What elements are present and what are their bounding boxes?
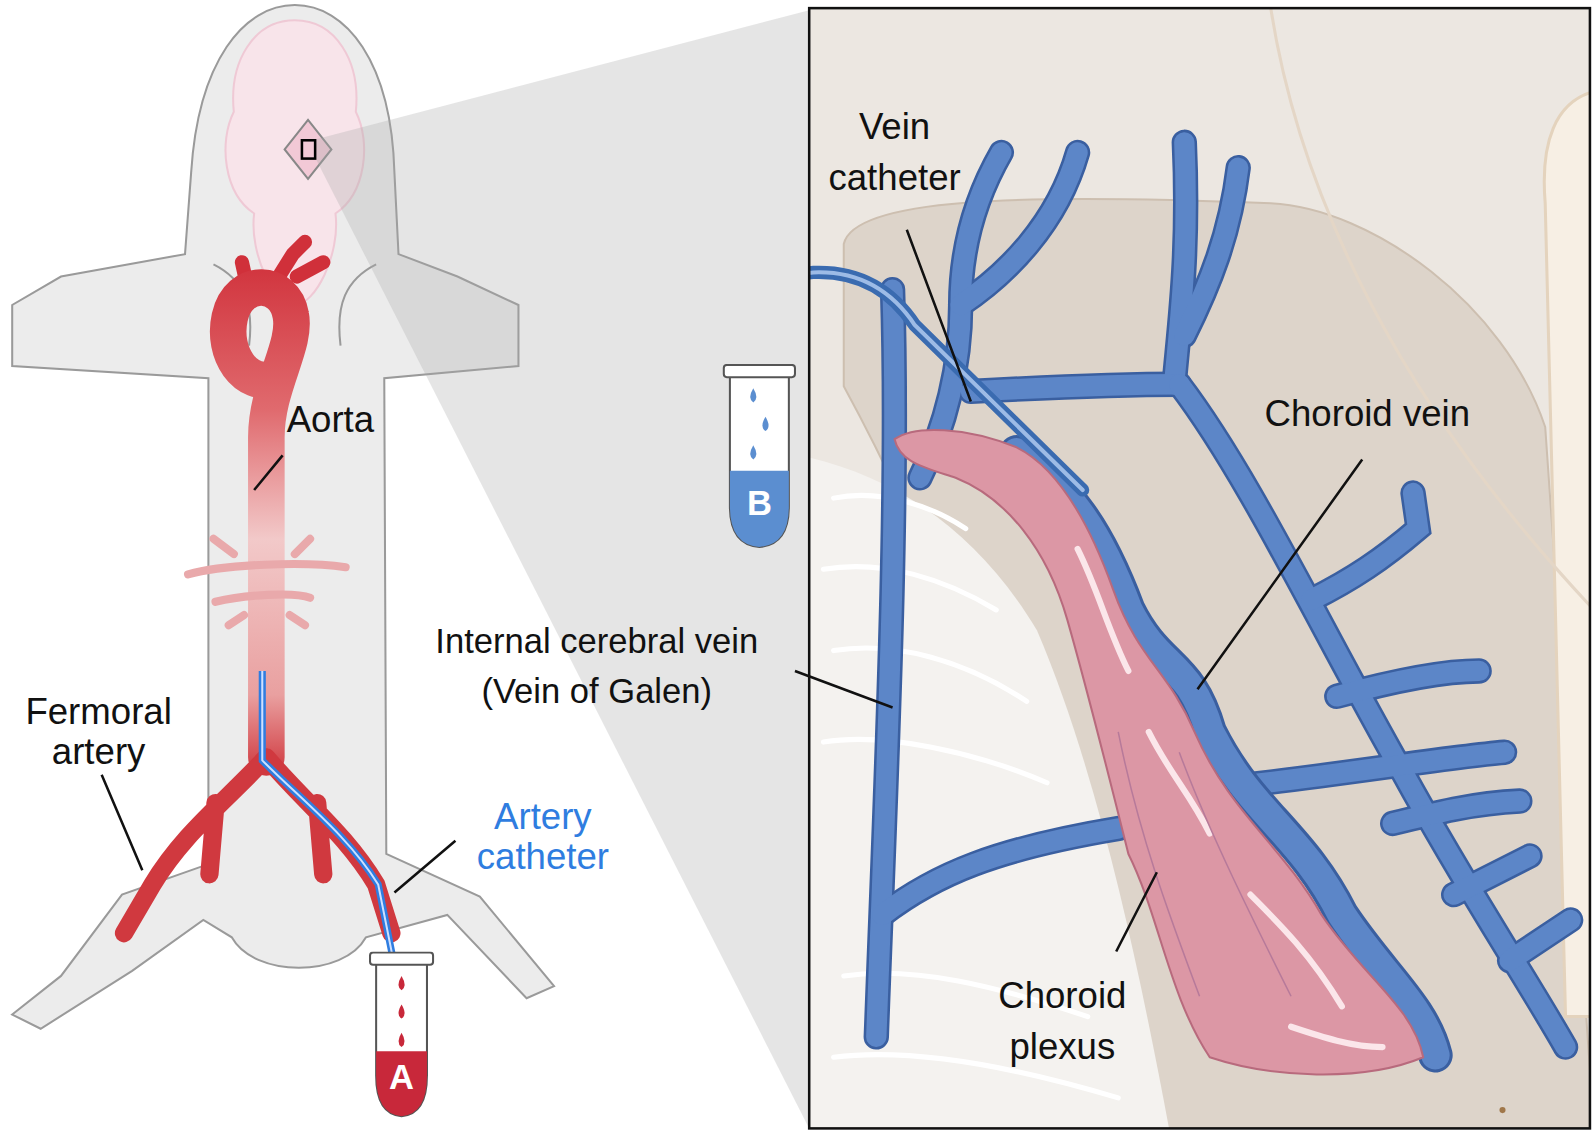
tube-letter: A xyxy=(389,1059,414,1094)
part-label: Fermoral artery xyxy=(8,691,189,772)
part-label: Choroid vein xyxy=(1240,388,1494,439)
collection-tube xyxy=(722,364,797,549)
tube-letter: B xyxy=(747,486,772,521)
sample-tube: A xyxy=(368,952,435,1119)
sample-tube: B xyxy=(722,364,797,549)
part-label: Aorta xyxy=(274,394,386,445)
part-label: Choroid plexus xyxy=(971,971,1154,1073)
part-label: Vein catheter xyxy=(803,102,986,204)
part-label: Internal cerebral vein (Vein of Galen) xyxy=(398,615,794,717)
part-label: Artery catheter xyxy=(452,796,633,877)
